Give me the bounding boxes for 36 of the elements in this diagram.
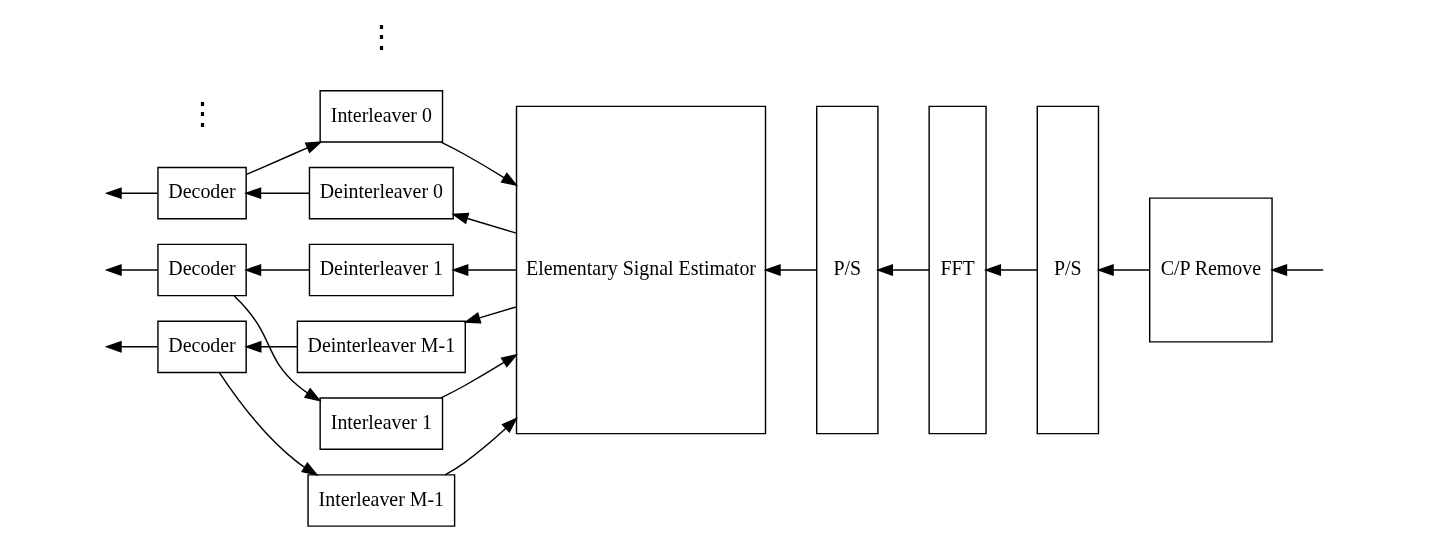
- node-box: Deinterleaver M-1: [296, 320, 466, 374]
- arrow: [451, 264, 518, 276]
- arrow: [444, 417, 518, 476]
- node-box: Decoder: [157, 243, 247, 297]
- node-box: C/P Remove: [1149, 197, 1273, 343]
- arrow: [104, 187, 159, 200]
- node-box: FFT: [928, 105, 987, 435]
- arrow: [463, 306, 518, 324]
- node-box: Elementary Signal Estimator: [515, 105, 767, 435]
- node-box: P/S: [1036, 105, 1100, 435]
- arrow: [233, 295, 322, 402]
- arrow: [244, 340, 299, 353]
- arrow: [451, 212, 518, 234]
- arrow: [763, 264, 818, 276]
- node-box: Decoder: [157, 166, 247, 220]
- arrow: [244, 264, 310, 276]
- node-box: Interleaver 1: [319, 397, 444, 450]
- label: ⋮: [365, 19, 397, 55]
- node-box: Interleaver 0: [319, 90, 444, 143]
- node-box: Interleaver M-1: [307, 474, 456, 527]
- arrow: [440, 141, 519, 187]
- arrow: [245, 141, 323, 176]
- arrow: [218, 371, 319, 476]
- arrow: [984, 264, 1038, 276]
- arrow: [875, 264, 930, 276]
- arrow: [104, 340, 159, 353]
- arrow: [104, 264, 159, 276]
- node-box: P/S: [816, 105, 879, 435]
- node-box: Deinterleaver 1: [308, 243, 454, 297]
- label: ⋮: [186, 96, 218, 132]
- arrow: [244, 187, 310, 200]
- arrow: [1096, 264, 1151, 276]
- node-box: Deinterleaver 0: [308, 166, 454, 220]
- node-box: Decoder: [157, 320, 247, 374]
- arrow: [1270, 264, 1324, 276]
- arrow: [440, 353, 519, 399]
